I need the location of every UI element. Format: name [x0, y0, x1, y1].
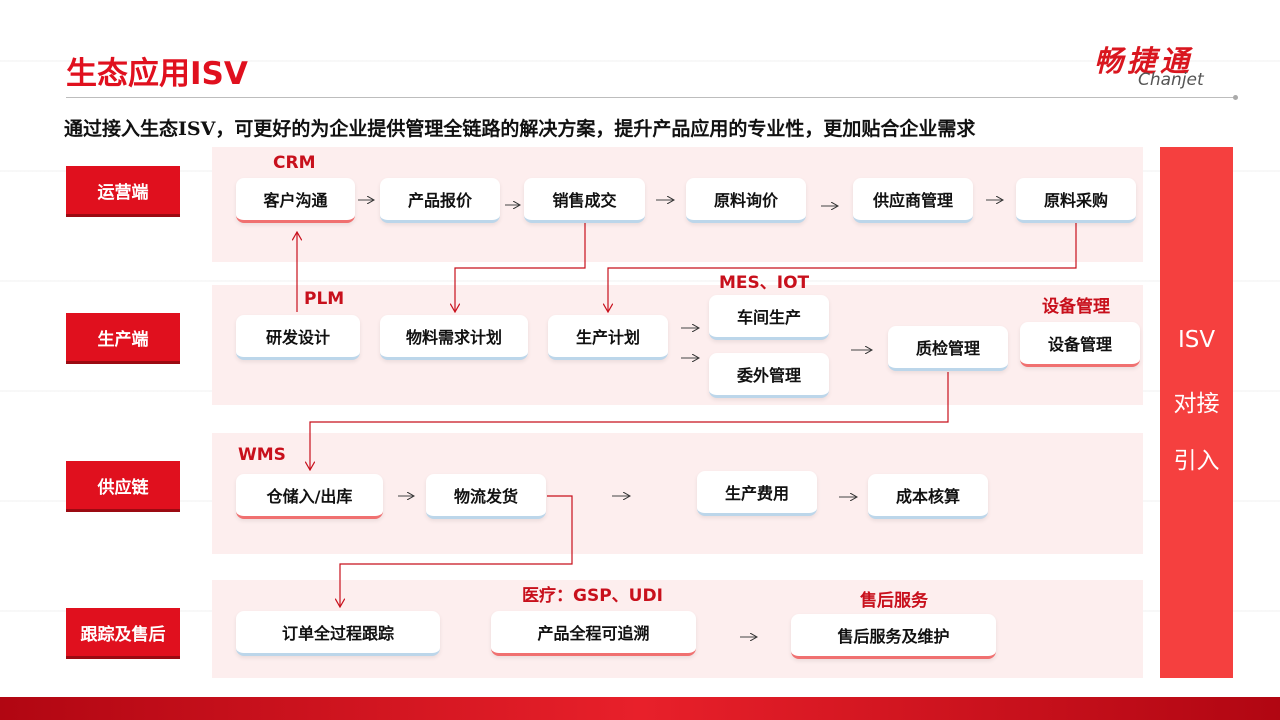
row-label-after: 跟踪及售后 — [66, 608, 180, 659]
box-workshop-production: 车间生产 — [709, 295, 829, 340]
logo-en: Chanjet — [1138, 70, 1204, 90]
isv-line2: 对接 — [1173, 391, 1220, 417]
header-divider — [66, 95, 1238, 100]
box-product-traceability: 产品全程可追溯 — [491, 611, 696, 656]
box-warehouse-io: 仓储入/出库 — [236, 474, 383, 519]
isv-integration-panel: ISV 对接 引入 — [1160, 147, 1233, 678]
box-equipment-management: 设备管理 — [1020, 322, 1140, 367]
box-production-plan: 生产计划 — [548, 315, 668, 360]
tag-mes-iot: MES、IOT — [719, 273, 810, 293]
connector-qc-to-warehouse — [310, 372, 949, 470]
box-after-sales-service: 售后服务及维护 — [791, 614, 996, 659]
row-label-ops: 运营端 — [66, 166, 180, 217]
row-label-supply: 供应链 — [66, 461, 180, 512]
box-customer-communication: 客户沟通 — [236, 178, 355, 223]
box-cost-accounting: 成本核算 — [868, 474, 988, 519]
tag-after-sales: 售后服务 — [860, 591, 928, 611]
box-production-cost: 生产费用 — [697, 471, 817, 516]
box-material-inquiry: 原料询价 — [686, 178, 806, 223]
box-outsourcing: 委外管理 — [709, 353, 829, 398]
box-rnd-design: 研发设计 — [236, 315, 360, 360]
page-title: 生态应用ISV — [66, 56, 248, 92]
box-logistics: 物流发货 — [426, 474, 546, 519]
tag-plm: PLM — [304, 289, 345, 309]
footer-bar — [0, 697, 1280, 720]
box-mrp: 物料需求计划 — [380, 315, 528, 360]
box-quotation: 产品报价 — [380, 178, 500, 223]
box-sales-deal: 销售成交 — [524, 178, 645, 223]
box-quality-inspection: 质检管理 — [888, 326, 1008, 371]
isv-line1: ISV — [1177, 327, 1216, 353]
box-supplier-management: 供应商管理 — [853, 178, 973, 223]
tag-wms: WMS — [238, 445, 286, 465]
tag-equipment: 设备管理 — [1042, 297, 1110, 317]
box-material-purchase: 原料采购 — [1016, 178, 1136, 223]
tag-medical: 医疗：GSP、UDI — [522, 586, 663, 606]
isv-line3: 引入 — [1173, 448, 1220, 474]
connector-purchase-to-plan — [608, 223, 1077, 312]
subtitle: 通过接入生态ISV，可更好的为企业提供管理全链路的解决方案，提升产品应用的专业性… — [64, 118, 976, 140]
box-order-tracking: 订单全过程跟踪 — [236, 611, 440, 656]
tag-crm: CRM — [273, 153, 316, 173]
connector-sales-to-mrp — [455, 223, 586, 312]
row-label-prod: 生产端 — [66, 313, 180, 364]
